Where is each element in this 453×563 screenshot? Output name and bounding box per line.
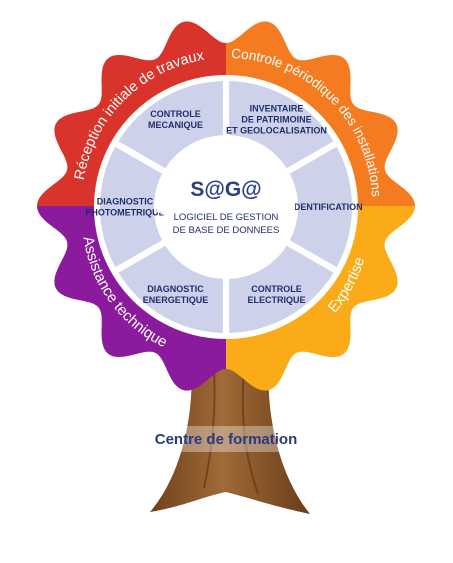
center-subtitle-line2: DE BASE DE DONNEES (173, 225, 280, 236)
tree-trunk (118, 352, 338, 514)
trunk-caption: Centre de formation (155, 431, 298, 448)
segment-4 (118, 245, 223, 333)
segment-5 (100, 146, 163, 268)
segment-2 (289, 146, 353, 268)
segment-6 (118, 81, 223, 169)
segment-label-2: IDENTIFICATION (291, 202, 362, 212)
segment-3 (229, 245, 334, 333)
center-gear-shape (157, 138, 295, 276)
segment-1 (229, 81, 334, 169)
center-subtitle-line1: LOGICIEL DE GESTION (174, 212, 279, 223)
center-title: S@G@ (190, 178, 261, 201)
center-hub: S@G@ LOGICIEL DE GESTION DE BASE DE DONN… (157, 138, 295, 276)
